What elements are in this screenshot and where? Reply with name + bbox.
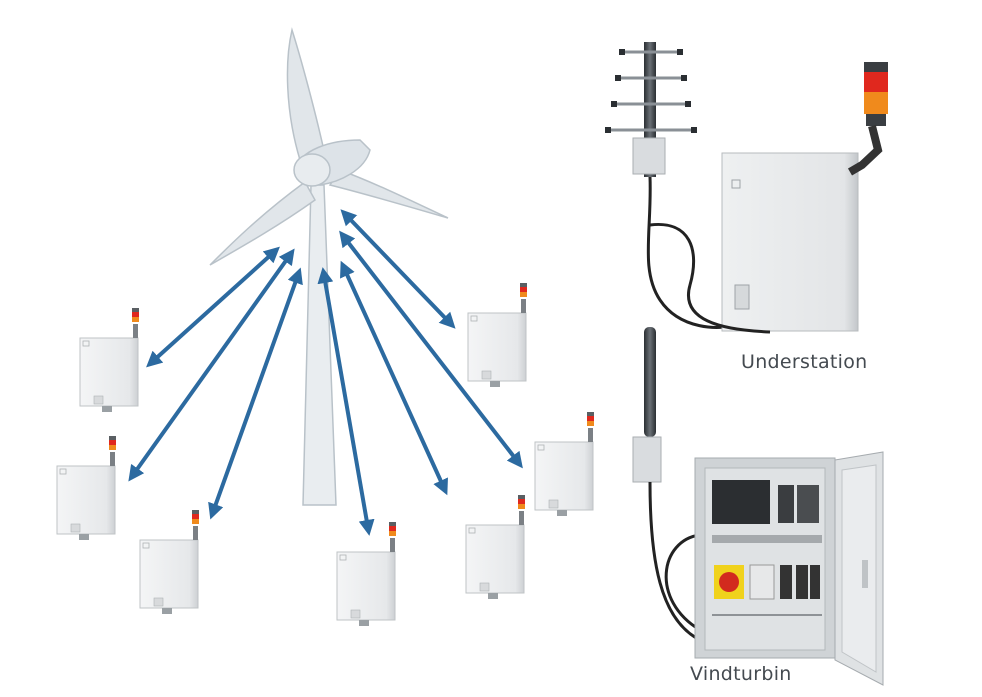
- understation-label: Understation: [741, 351, 868, 373]
- arrow-link-1: [146, 246, 280, 368]
- signal-cabinet-icon: [79, 307, 140, 413]
- arrow-link-7: [340, 209, 456, 329]
- vindturbin-cabinet: [694, 451, 884, 686]
- arrow-link-3: [208, 267, 303, 520]
- stack-light-icon: [847, 62, 888, 176]
- antenna-icon: [605, 42, 736, 329]
- signal-cabinet-icon: [336, 521, 397, 627]
- vindturbin-label: Vindturbin: [690, 663, 792, 685]
- signal-cabinet-icon: [56, 435, 117, 541]
- understation-cabinet: [649, 62, 888, 334]
- communication-arrows: [128, 209, 523, 536]
- wind-turbine-icon: [209, 27, 449, 506]
- signal-cabinet-icon: [139, 509, 200, 615]
- antenna-icon: [632, 327, 701, 642]
- signal-cabinet-icon: [534, 411, 595, 517]
- signal-cabinet-icon: [467, 282, 528, 388]
- signal-cabinet-icon: [465, 494, 526, 600]
